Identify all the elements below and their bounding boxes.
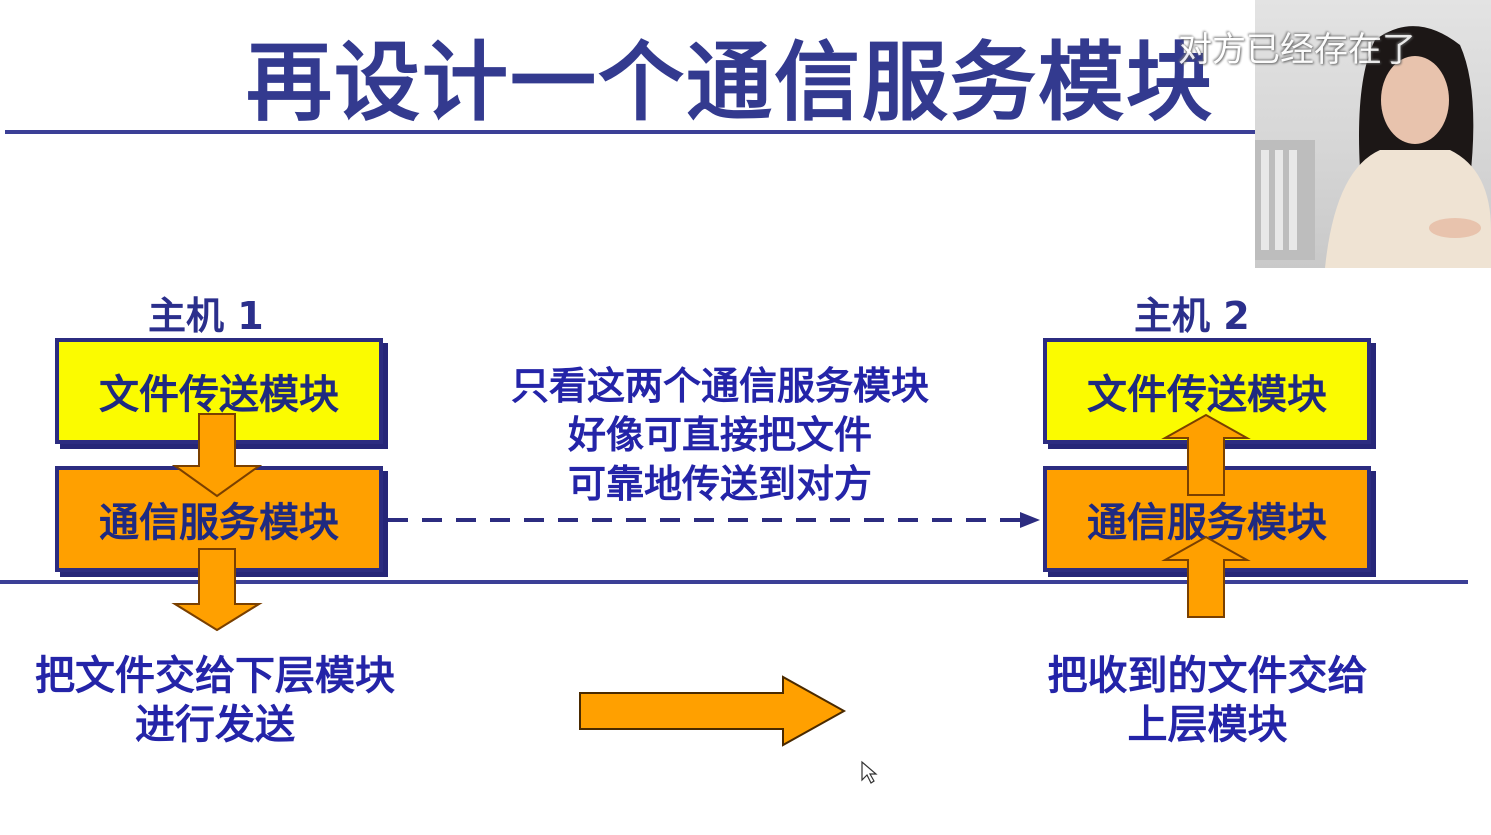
mouse-cursor-icon <box>861 760 878 784</box>
transfer-arrow <box>579 675 847 747</box>
host1-note: 把文件交给下层模块 进行发送 <box>20 652 410 750</box>
webcam-video <box>1255 0 1491 268</box>
host1-note-line: 进行发送 <box>135 702 295 748</box>
host2-note: 把收到的文件交给 上层模块 <box>1030 652 1385 750</box>
virtual-link-arrowhead <box>1020 512 1040 528</box>
host1-communication-module: 通信服务模块 <box>55 466 383 572</box>
webcam-caption: 对方已经存在了 <box>1178 30 1416 70</box>
host2-note-line: 把收到的文件交给 <box>1047 653 1368 699</box>
host2-note-line: 上层模块 <box>1127 702 1288 748</box>
host1-label: 主机 1 <box>148 294 264 338</box>
host1-note-line: 把文件交给下层模块 <box>35 653 395 699</box>
host2-communication-module: 通信服务模块 <box>1043 466 1371 572</box>
slide-title: 再设计一个通信服务模块 <box>246 33 1214 133</box>
title-divider <box>5 130 1255 134</box>
center-note-line: 只看这两个通信服务模块 <box>510 364 929 408</box>
presenter-figure <box>1255 26 1491 268</box>
host1-file-transfer-module: 文件传送模块 <box>55 338 383 444</box>
center-note-line: 可靠地传送到对方 <box>567 462 872 506</box>
center-note-line: 好像可直接把文件 <box>567 413 872 457</box>
host2-label: 主机 2 <box>1134 294 1250 338</box>
host2-file-transfer-module: 文件传送模块 <box>1043 338 1371 444</box>
center-explanation: 只看这两个通信服务模块 好像可直接把文件 可靠地传送到对方 <box>470 362 970 509</box>
